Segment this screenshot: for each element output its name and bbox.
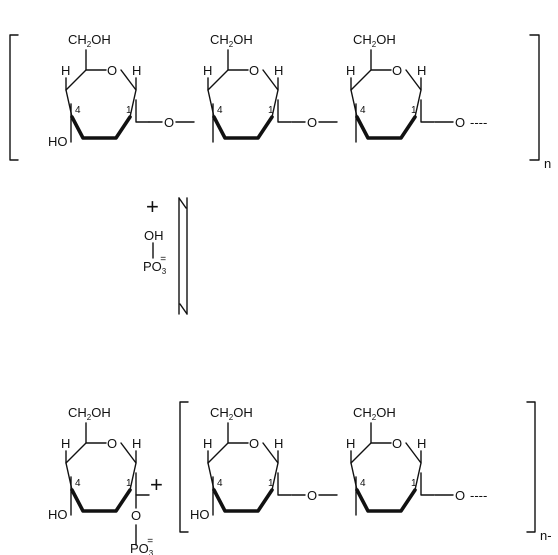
carbon-1-label: 1 xyxy=(411,105,417,116)
glycosidic-oxygen: O xyxy=(455,488,465,503)
ring-front-edge xyxy=(212,115,274,140)
ch2oh-label: CH2OH xyxy=(353,405,396,422)
bond xyxy=(420,472,435,496)
hydrogen-label: H xyxy=(346,436,355,451)
glucan-chain-n: n O CH2OH H 4HO H 1 O CH2OH H 4 H 1 O CH2OH H 4 H 1 O O… xyxy=(9,32,551,171)
chain-continuation: ---- xyxy=(470,488,487,503)
ring-oxygen: O xyxy=(249,436,259,451)
hydrogen-label: H xyxy=(132,436,141,451)
carbon-1-label: 1 xyxy=(126,105,132,116)
glycosidic-oxygen: O xyxy=(307,488,317,503)
carbon-4-label: 4 xyxy=(75,105,81,116)
hydrogen-label: H xyxy=(61,63,70,78)
ch2oh-label: CH2OH xyxy=(353,32,396,49)
hydrogen-label: H xyxy=(203,436,212,451)
ring-oxygen: O xyxy=(107,436,117,451)
chain-continuation: ---- xyxy=(470,115,487,130)
ch2oh-label: CH2OH xyxy=(68,405,111,422)
glycosidic-oxygen: O xyxy=(307,115,317,130)
anomeric-oxygen: O xyxy=(131,508,141,523)
carbon-4-label: 4 xyxy=(217,478,223,489)
ring-oxygen: O xyxy=(107,63,117,78)
phosphate-oh: OH xyxy=(144,228,164,243)
ring-front-edge xyxy=(70,115,132,140)
ch2oh-label: CH2OH xyxy=(68,32,111,49)
hydrogen-label: H xyxy=(61,436,70,451)
left-bracket xyxy=(9,34,19,161)
carbon-1-label: 1 xyxy=(411,478,417,489)
glucose-1-phosphate-ring: O CH2OH H 4HO H 1 xyxy=(48,405,150,522)
carbon-4-label: 4 xyxy=(360,105,366,116)
hydrogen-label: H xyxy=(417,63,426,78)
carbon-1-label: 1 xyxy=(126,478,132,489)
carbon-1-label: 1 xyxy=(268,478,274,489)
hydrogen-label: H xyxy=(417,436,426,451)
glucose-phosphate-po3: PO3= xyxy=(130,536,154,555)
hydrogen-label: H xyxy=(274,436,283,451)
glucose-ring-2: O CH2OH H 4 H 1 xyxy=(203,32,292,143)
hydroxyl-label: HO xyxy=(190,507,210,522)
bond xyxy=(420,99,435,123)
hydroxyl-label: HO xyxy=(48,134,68,149)
ring-front-edge xyxy=(355,115,417,140)
right-bracket xyxy=(529,34,540,161)
carbon-1-label: 1 xyxy=(268,105,274,116)
glucose-ring-1: O CH2OH H 4HO H 1 xyxy=(48,32,150,149)
ring-oxygen: O xyxy=(392,63,402,78)
plus-sign: + xyxy=(150,472,163,497)
subscript-n-minus: n- xyxy=(540,528,552,543)
bond xyxy=(277,472,292,496)
hydrogen-label: H xyxy=(346,63,355,78)
hydrogen-label: H xyxy=(274,63,283,78)
ring-front-edge xyxy=(70,488,132,513)
glycosidic-oxygen: O xyxy=(455,115,465,130)
phosphate-po3: PO3= xyxy=(143,254,167,276)
plus-sign: + xyxy=(146,194,159,219)
hydrogen-label: H xyxy=(203,63,212,78)
bond xyxy=(135,99,150,123)
ring-oxygen: O xyxy=(392,436,402,451)
subscript-n: n xyxy=(544,156,551,171)
ch2oh-label: CH2OH xyxy=(210,405,253,422)
hydrogen-label: H xyxy=(132,63,141,78)
glucose-ring-3: O CH2OH H 4 H 1 xyxy=(346,32,435,143)
ring-front-edge xyxy=(212,488,274,513)
glucose-ring-5: O CH2OH H 4 H 1 xyxy=(346,405,435,516)
ch2oh-label: CH2OH xyxy=(210,32,253,49)
carbon-4-label: 4 xyxy=(217,105,223,116)
ring-oxygen: O xyxy=(249,63,259,78)
bond xyxy=(135,472,150,496)
hydroxyl-label: HO xyxy=(48,507,68,522)
ring-front-edge xyxy=(355,488,417,513)
glycosidic-oxygen: O xyxy=(164,115,174,130)
bond xyxy=(277,99,292,123)
glucose-ring-4: O CH2OH H 4HO H 1 xyxy=(190,405,292,522)
carbon-4-label: 4 xyxy=(360,478,366,489)
equilibrium-arrows-icon xyxy=(178,197,188,315)
left-bracket xyxy=(179,401,189,533)
reaction-equilibrium: + OH PO3= xyxy=(143,194,188,315)
right-bracket xyxy=(526,401,536,533)
carbon-4-label: 4 xyxy=(75,478,81,489)
